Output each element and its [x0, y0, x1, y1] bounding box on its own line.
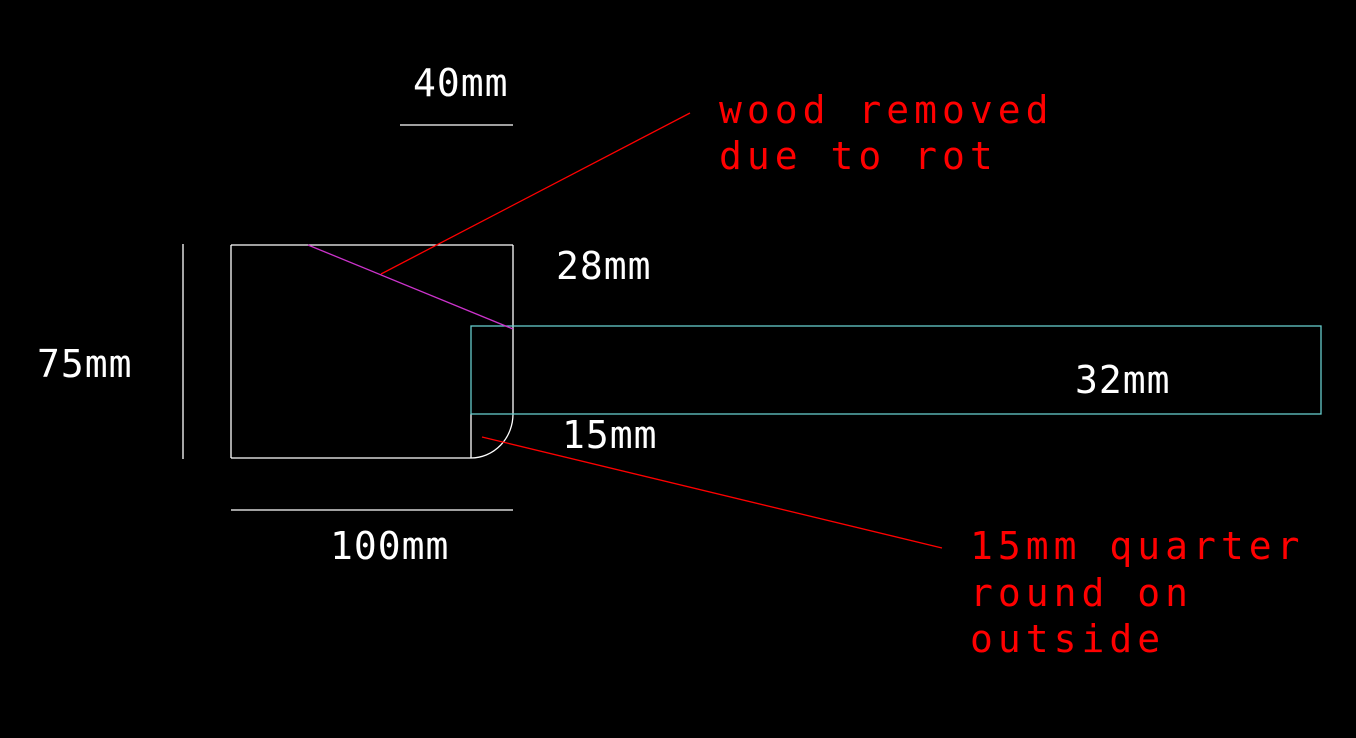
rot-note-line-1: wood removed: [719, 88, 1054, 132]
rot-cut-line: [307, 244, 514, 330]
board-rectangle: [470, 325, 1322, 415]
quarter-round-arc: [470, 413, 514, 459]
leader-lines: [380, 112, 943, 549]
dim-label-bottom-width: 100mm: [330, 524, 449, 568]
quarter-round-note-line-2: round on: [970, 571, 1193, 615]
dim-label-board-thickness: 32mm: [1075, 358, 1171, 402]
section-outline: [230, 244, 514, 459]
dim-label-height: 75mm: [37, 342, 133, 386]
rot-note-line-2: due to rot: [719, 134, 998, 178]
dim-label-top-width: 40mm: [413, 61, 509, 105]
leader-line-quarter-round: [481, 436, 943, 549]
quarter-round-note-line-1: 15mm quarter: [970, 524, 1305, 568]
leader-line-rot: [380, 112, 691, 275]
dim-label-step-upper: 28mm: [556, 244, 652, 288]
dimension-labels: 40mm 75mm 100mm 28mm 15mm 32mm: [37, 61, 1171, 568]
quarter-round-note: 15mm quarter round on outside: [970, 524, 1305, 661]
dim-label-step-lower: 15mm: [562, 413, 658, 457]
rot-note: wood removed due to rot: [719, 88, 1054, 178]
dimension-lines: [182, 124, 513, 511]
quarter-round-note-line-3: outside: [970, 617, 1165, 661]
